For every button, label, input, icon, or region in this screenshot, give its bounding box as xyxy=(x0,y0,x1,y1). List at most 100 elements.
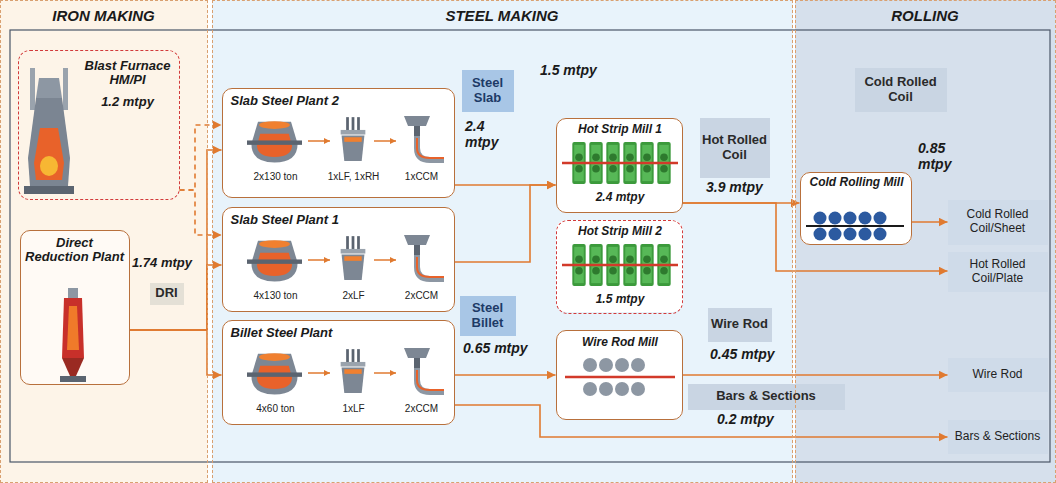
strip-line xyxy=(562,264,678,267)
material-flow xyxy=(455,405,948,437)
caster-icon xyxy=(404,235,444,279)
node-detail: 2xCCM xyxy=(391,290,453,302)
roll xyxy=(844,228,857,241)
node-detail: 1.2 mtpy xyxy=(79,95,177,110)
node-title: Wire Rod Mill xyxy=(561,336,680,350)
product-tag: DRI xyxy=(150,283,184,305)
roll xyxy=(583,358,597,372)
section-band: Slab Steel Plant 2 2x130 ton1xLF, 1xRH1xC… xyxy=(212,0,793,483)
node-detail: 1xLF, 1xRH xyxy=(314,171,394,183)
capacity-label: 0.2 mtpy xyxy=(717,411,774,427)
roll xyxy=(615,358,629,372)
node-title: Billet Steel Plant xyxy=(231,326,446,341)
band-ground xyxy=(212,0,793,483)
node-detail: 1xLF xyxy=(314,403,394,415)
capacity-label: 3.9 mtpy xyxy=(706,179,763,195)
node-detail: 2xLF xyxy=(314,290,394,302)
node-title: Hot Rolled Coil xyxy=(702,133,768,163)
flow-arrow xyxy=(374,140,396,142)
flow-arrow xyxy=(374,372,396,374)
planned-mill: Hot Strip Mill 21.5 mtpy xyxy=(556,220,683,314)
node-detail: 1xCCM xyxy=(391,171,453,183)
band-ground xyxy=(795,0,1056,483)
planned-unit: Blast Furnace HM/PI 1.2 mtpy xyxy=(18,50,180,200)
section-band: Cold Rolled CoilCold Rolling MillCold Ro… xyxy=(795,0,1056,483)
output-box: Hot Rolled Coil/Plate xyxy=(948,252,1048,292)
roll xyxy=(631,382,645,396)
box-fill xyxy=(222,88,455,198)
node-title: Slab Steel Plant 1 xyxy=(231,213,446,228)
roll xyxy=(829,212,842,225)
roll xyxy=(599,382,613,396)
caster-icon xyxy=(404,348,444,392)
box-fill xyxy=(20,230,130,385)
output-box: Bars & Sections xyxy=(948,420,1048,454)
product-tag: Steel Billet xyxy=(460,296,516,336)
strip-line xyxy=(562,162,678,165)
node-title: IRON MAKING xyxy=(1,7,206,24)
node-title: STEEL MAKING xyxy=(213,7,791,24)
roll xyxy=(859,212,872,225)
node-detail: 2x130 ton xyxy=(231,171,321,183)
converter-icon xyxy=(247,353,302,394)
node-title: Steel Billet xyxy=(462,301,514,331)
rolling-mill: Wire Rod Mill xyxy=(556,330,683,420)
roll xyxy=(859,228,872,241)
node-title: Bars & Sections xyxy=(716,389,816,404)
roll xyxy=(814,228,827,241)
blast-furnace-icon xyxy=(24,68,74,194)
flow-arrow xyxy=(374,259,396,261)
capacity-label: 1.5 mtpy xyxy=(540,62,597,78)
node-detail: 4x130 ton xyxy=(231,290,321,302)
product-tag: Steel Slab xyxy=(462,70,514,112)
node-title: Hot Strip Mill 2 xyxy=(561,225,680,239)
box-fill xyxy=(556,220,683,312)
node-title: Wire Rod xyxy=(972,368,1022,382)
node-detail: 4x60 ton xyxy=(231,403,321,415)
node-title: Cold Rolling Mill xyxy=(805,176,909,190)
node-detail: 2.4 mtpy xyxy=(561,191,680,205)
box-fill xyxy=(556,330,683,420)
rod-line xyxy=(565,376,675,379)
capacity-label: 2.4 mtpy xyxy=(465,118,513,150)
shaft-furnace-icon xyxy=(60,288,86,382)
node-title: Slab Steel Plant 2 xyxy=(231,94,446,109)
roll xyxy=(844,212,857,225)
capacity-label: 0.85 mtpy xyxy=(918,140,968,172)
wire-rolls xyxy=(565,358,675,396)
material-flow xyxy=(683,374,948,376)
node-title: Cold Rolled Coil xyxy=(857,75,945,105)
output-box: Wire Rod xyxy=(948,358,1048,392)
node-title: Hot Rolled Coil/Plate xyxy=(950,258,1046,286)
node-title: Direct Reduction Plant xyxy=(24,236,126,266)
steel-plant: Slab Steel Plant 2 2x130 ton1xLF, 1xRH1xC… xyxy=(222,88,455,198)
material-flow xyxy=(455,185,556,262)
cold-rolls xyxy=(806,212,904,241)
band-ground xyxy=(0,0,208,483)
node-title: Cold Rolled Coil/Sheet xyxy=(950,208,1046,236)
rolling-mill: Cold Rolling Mill xyxy=(800,172,912,245)
flow-arrow xyxy=(308,140,330,142)
ladle-furnace-icon xyxy=(341,236,366,280)
node-title: Blast Furnace HM/PI xyxy=(79,59,177,89)
ladle-furnace-icon xyxy=(341,349,366,393)
caster-icon xyxy=(404,116,444,160)
converter-icon xyxy=(247,240,302,281)
material-flow xyxy=(683,203,948,271)
roll xyxy=(829,228,842,241)
roll xyxy=(615,382,629,396)
flow-arrow xyxy=(308,372,330,374)
section-band: Blast Furnace HM/PI 1.2 mtpyDirect Reduct… xyxy=(0,0,208,483)
output-box: Cold Rolled Coil/Sheet xyxy=(948,200,1048,245)
node-detail: 2xCCM xyxy=(391,403,453,415)
ladle-furnace-icon xyxy=(341,117,366,161)
planned-flow xyxy=(180,190,222,235)
outer-frame xyxy=(10,30,1050,462)
box-fill xyxy=(222,207,455,312)
node-title: Hot Strip Mill 1 xyxy=(561,123,680,137)
capacity-label: 0.65 mtpy xyxy=(463,340,528,356)
roll xyxy=(814,212,827,225)
steel-plant: Billet Steel Plant 4x60 ton1xLF2xCCM xyxy=(222,320,455,425)
roll xyxy=(874,228,887,241)
sheet-line xyxy=(806,225,904,227)
